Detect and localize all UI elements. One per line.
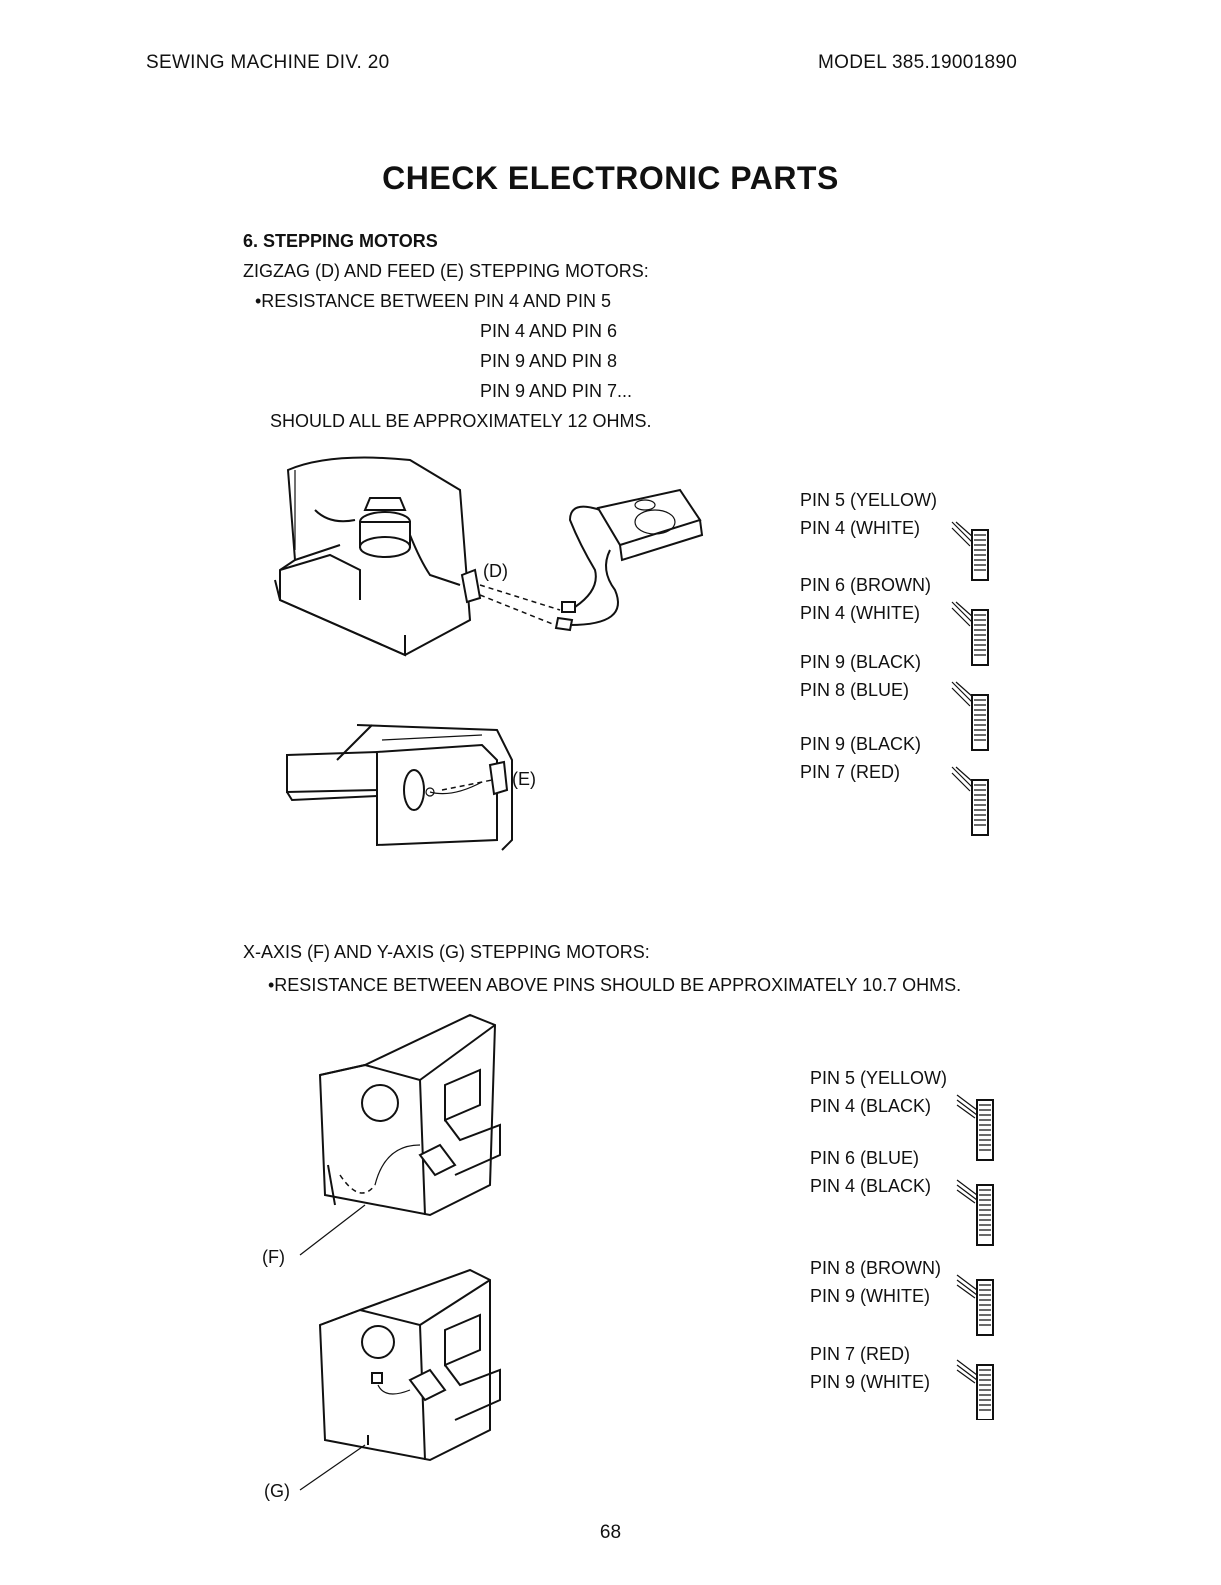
section-heading: 6. STEPPING MOTORS [243, 231, 438, 251]
pin-bottom-8: PIN 9 (WHITE) [810, 1372, 930, 1392]
page-number: 68 [599, 1522, 622, 1543]
connector-icons-top [951, 521, 989, 836]
pin-bottom-6: PIN 9 (WHITE) [810, 1286, 930, 1306]
pin-top-1: PIN 5 (YELLOW) [800, 490, 938, 510]
connector-icons-bottom [956, 1094, 994, 1420]
pin-bottom-4: PIN 4 (BLACK) [810, 1176, 932, 1196]
header-left: SEWING MACHINE DIV. 20 [146, 52, 390, 73]
pin-bottom-7: PIN 7 (RED) [810, 1344, 911, 1364]
pair-2: PIN 9 AND PIN 8 [480, 351, 618, 371]
x-axis-motor-illustration: (F) [262, 1013, 501, 1267]
pair-3: PIN 9 AND PIN 7... [480, 381, 633, 401]
connector-icon [951, 601, 989, 666]
pin-bottom-3: PIN 6 (BLUE) [810, 1148, 920, 1168]
pin-top-4: PIN 4 (WHITE) [800, 603, 920, 623]
connector-icon [956, 1179, 994, 1246]
should-text: SHOULD ALL BE APPROXIMATELY 12 OHMS. [270, 411, 652, 431]
pin-bottom-2: PIN 4 (BLACK) [810, 1096, 932, 1116]
label-e: (E) [512, 769, 536, 789]
pair-1: PIN 4 AND PIN 6 [480, 321, 618, 341]
page-title: CHECK ELECTRONIC PARTS [382, 160, 839, 196]
label-f: (F) [262, 1247, 285, 1267]
pin-bottom-1: PIN 5 (YELLOW) [810, 1068, 948, 1088]
resistance-label: •RESISTANCE BETWEEN PIN 4 AND PIN 5 [255, 291, 612, 311]
zigzag-intro: ZIGZAG (D) AND FEED (E) STEPPING MOTORS: [243, 261, 649, 281]
pin-top-3: PIN 6 (BROWN) [800, 575, 932, 595]
label-d: (D) [483, 561, 508, 581]
y-axis-motor-illustration: (G) [264, 1268, 501, 1501]
zigzag-motor-illustration: (D) [274, 456, 704, 657]
connector-icon [956, 1094, 994, 1161]
pin-top-5: PIN 9 (BLACK) [800, 652, 922, 672]
xy-resistance: •RESISTANCE BETWEEN ABOVE PINS SHOULD BE… [268, 975, 962, 995]
label-g: (G) [264, 1481, 290, 1501]
connector-icon [951, 681, 989, 751]
pin-top-7: PIN 9 (BLACK) [800, 734, 922, 754]
connector-icon [951, 766, 989, 836]
pin-bottom-5: PIN 8 (BROWN) [810, 1258, 942, 1278]
xy-intro: X-AXIS (F) AND Y-AXIS (G) STEPPING MOTOR… [243, 942, 650, 962]
pin-top-8: PIN 7 (RED) [800, 762, 901, 782]
pin-top-6: PIN 8 (BLUE) [800, 680, 910, 700]
connector-icon [956, 1359, 994, 1420]
connector-icon [956, 1274, 994, 1336]
connector-icon [951, 521, 989, 581]
feed-motor-illustration: (E) [286, 724, 536, 851]
header-right: MODEL 385.19001890 [818, 52, 1018, 73]
pin-top-2: PIN 4 (WHITE) [800, 518, 920, 538]
